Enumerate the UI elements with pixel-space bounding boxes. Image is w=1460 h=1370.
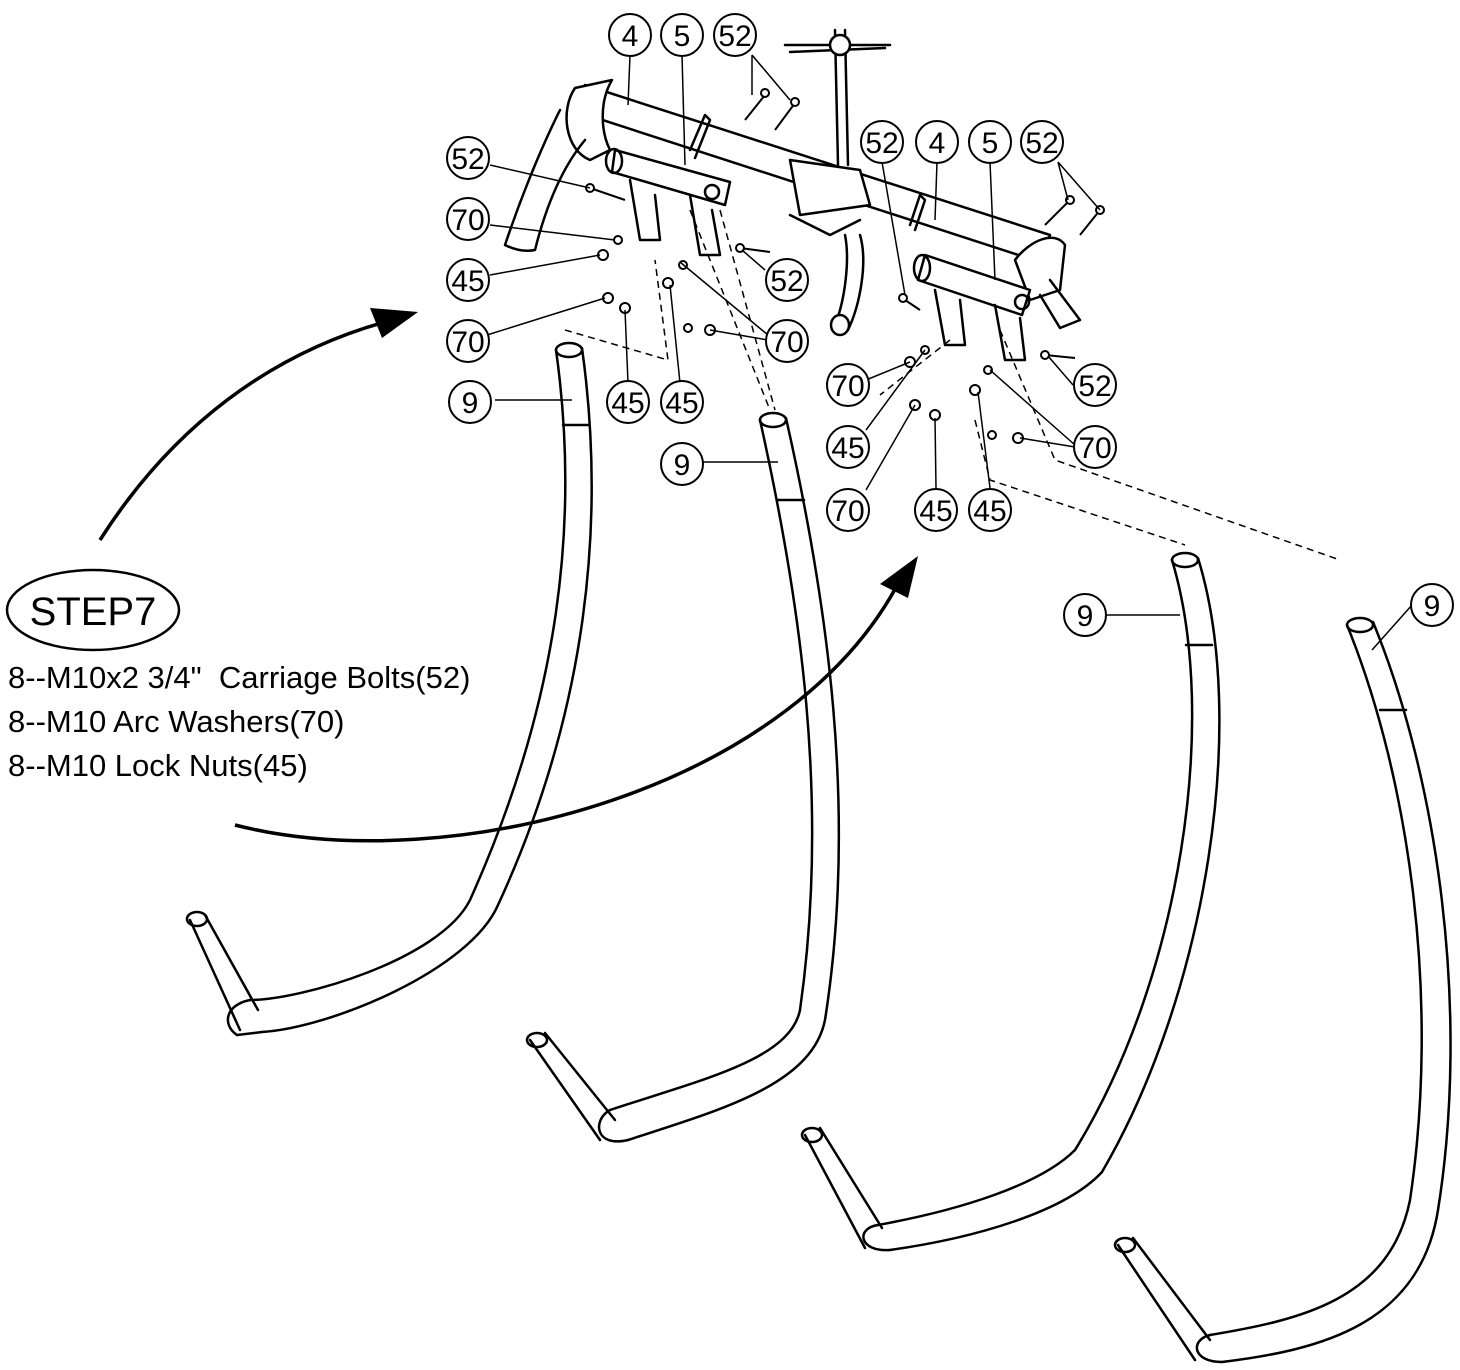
leg-tubes — [185, 341, 1452, 1364]
step-ellipse — [5, 568, 181, 652]
callout: 70 — [826, 488, 870, 532]
callout: 52 — [1020, 120, 1064, 164]
arrow-upper — [98, 316, 401, 541]
top-frame-assembly — [503, 28, 1082, 362]
svg-text:4: 4 — [622, 20, 639, 53]
callout: 52 — [713, 13, 757, 57]
callout: 70 — [446, 319, 490, 363]
callout: 4 — [915, 120, 959, 164]
svg-text:52: 52 — [770, 265, 803, 298]
svg-text:52: 52 — [865, 127, 898, 160]
arrow-lower — [234, 569, 907, 843]
arrow-upper-head — [370, 308, 418, 338]
svg-text:45: 45 — [665, 387, 698, 420]
callout: 70 — [826, 363, 870, 407]
leg-tube-2 — [525, 411, 841, 1143]
svg-text:52: 52 — [1078, 370, 1111, 403]
step-title: STEP7 — [30, 590, 157, 634]
callout: 9 — [660, 442, 704, 486]
callout: 5 — [968, 120, 1012, 164]
svg-text:70: 70 — [831, 495, 864, 528]
hardware-parts — [585, 88, 1105, 444]
svg-text:45: 45 — [611, 387, 644, 420]
svg-text:52: 52 — [718, 20, 751, 53]
svg-text:4: 4 — [929, 127, 946, 160]
callout: 70 — [1073, 425, 1117, 469]
svg-text:9: 9 — [1424, 590, 1441, 623]
callout: 9 — [1410, 583, 1454, 627]
callout: 70 — [765, 319, 809, 363]
svg-text:9: 9 — [674, 449, 691, 482]
svg-text:9: 9 — [1077, 600, 1094, 633]
callout: 5 — [660, 13, 704, 57]
svg-text:5: 5 — [982, 127, 999, 160]
callout: 45 — [606, 380, 650, 424]
callouts: 4 5 52 52 4 5 52 52 70 45 52 70 70 9 45 … — [446, 13, 1454, 637]
svg-text:45: 45 — [919, 495, 952, 528]
callout: 45 — [826, 425, 870, 469]
svg-text:45: 45 — [973, 495, 1006, 528]
callout: 9 — [448, 380, 492, 424]
svg-text:70: 70 — [770, 326, 803, 359]
instruction-arc-washers: 8--M10 Arc Washers(70) — [8, 704, 345, 739]
svg-text:70: 70 — [451, 326, 484, 359]
arrow-heads — [370, 308, 918, 598]
svg-text:70: 70 — [831, 370, 864, 403]
svg-text:52: 52 — [451, 143, 484, 176]
leader-lines — [486, 54, 1413, 651]
callout: 70 — [446, 197, 490, 241]
callout: 52 — [1073, 363, 1117, 407]
direction-arrows — [98, 316, 907, 843]
callout: 4 — [608, 13, 652, 57]
leg-tube-4 — [1113, 616, 1452, 1364]
callout: 45 — [914, 488, 958, 532]
callout: 45 — [446, 258, 490, 302]
leg-tube-3 — [800, 551, 1221, 1252]
svg-text:9: 9 — [462, 387, 479, 420]
callout: 52 — [446, 136, 490, 180]
svg-text:70: 70 — [451, 204, 484, 237]
callout: 52 — [860, 120, 904, 164]
callout: 45 — [660, 380, 704, 424]
leg-tube-1 — [185, 341, 593, 1037]
callout: 52 — [765, 258, 809, 302]
svg-text:5: 5 — [674, 20, 691, 53]
alignment-lines — [564, 209, 1341, 561]
svg-text:45: 45 — [831, 432, 864, 465]
svg-text:45: 45 — [451, 265, 484, 298]
callout: 45 — [968, 488, 1012, 532]
instruction-carriage-bolts: 8--M10x2 3/4" Carriage Bolts(52) — [8, 660, 471, 695]
step-label: STEP7 — [5, 568, 181, 652]
instruction-lock-nuts: 8--M10 Lock Nuts(45) — [8, 748, 308, 783]
svg-text:70: 70 — [1078, 432, 1111, 465]
svg-text:52: 52 — [1025, 127, 1058, 160]
arrow-lower-head — [880, 556, 918, 598]
callout: 9 — [1063, 593, 1107, 637]
